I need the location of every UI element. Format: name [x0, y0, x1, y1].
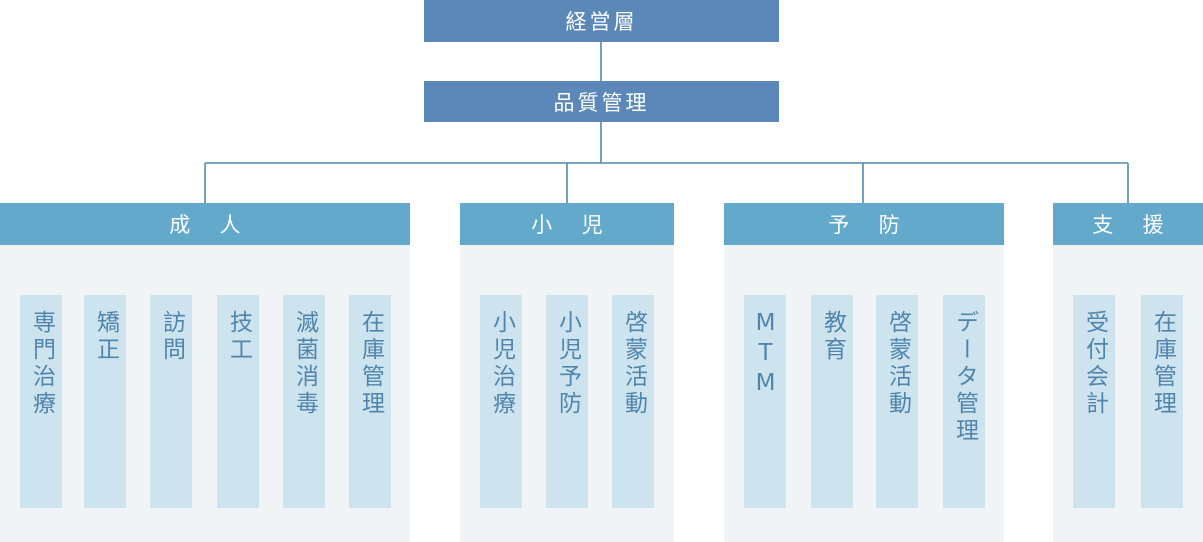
department-adult: 成人 [0, 203, 410, 245]
item-label: データ管理 [951, 310, 978, 445]
department-child: 小児 [460, 203, 674, 245]
item-label: MTM [752, 310, 779, 400]
item-label: 専門治療 [28, 310, 55, 418]
item-label: 矯正 [92, 310, 119, 364]
item-pediatric-prevention: 小児予防 [546, 295, 588, 508]
item-inventory-support: 在庫管理 [1141, 295, 1183, 508]
department-support-label: 支援 [1092, 213, 1194, 237]
department-panel-adult [0, 203, 410, 542]
item-awareness-prevention: 啓蒙活動 [876, 295, 918, 508]
item-label: 滅菌消毒 [291, 310, 318, 418]
node-executive-label: 経営層 [565, 10, 638, 34]
item-awareness-child: 啓蒙活動 [612, 295, 654, 508]
item-dental-lab: 技工 [217, 295, 259, 508]
node-quality-management-label: 品質管理 [553, 90, 650, 115]
item-label: 小児予防 [554, 310, 581, 418]
item-label: 小児治療 [488, 310, 515, 418]
item-specialist-treatment: 専門治療 [20, 295, 62, 508]
item-data-management: データ管理 [943, 295, 985, 508]
item-label: 訪問 [158, 310, 185, 364]
node-quality-management: 品質管理 [424, 81, 779, 122]
item-orthodontics: 矯正 [84, 295, 126, 508]
department-prevention: 予防 [724, 203, 1004, 245]
item-education: 教育 [811, 295, 853, 508]
department-adult-label: 成人 [169, 213, 271, 237]
item-home-visit: 訪問 [150, 295, 192, 508]
department-support: 支援 [1053, 203, 1203, 245]
item-reception-accounting: 受付会計 [1073, 295, 1115, 508]
item-inventory-adult: 在庫管理 [349, 295, 391, 508]
department-child-label: 小児 [531, 213, 633, 237]
item-label: 技工 [225, 310, 252, 364]
item-label: 教育 [819, 310, 846, 364]
item-mtm: MTM [744, 295, 786, 508]
item-label: 在庫管理 [1149, 310, 1176, 418]
item-label: 啓蒙活動 [620, 310, 647, 418]
department-prevention-label: 予防 [828, 213, 930, 237]
node-executive: 経営層 [424, 0, 779, 42]
item-label: 在庫管理 [357, 310, 384, 418]
item-label: 啓蒙活動 [884, 310, 911, 418]
item-pediatric-treatment: 小児治療 [480, 295, 522, 508]
item-label: 受付会計 [1081, 310, 1108, 418]
item-sterilization: 滅菌消毒 [283, 295, 325, 508]
